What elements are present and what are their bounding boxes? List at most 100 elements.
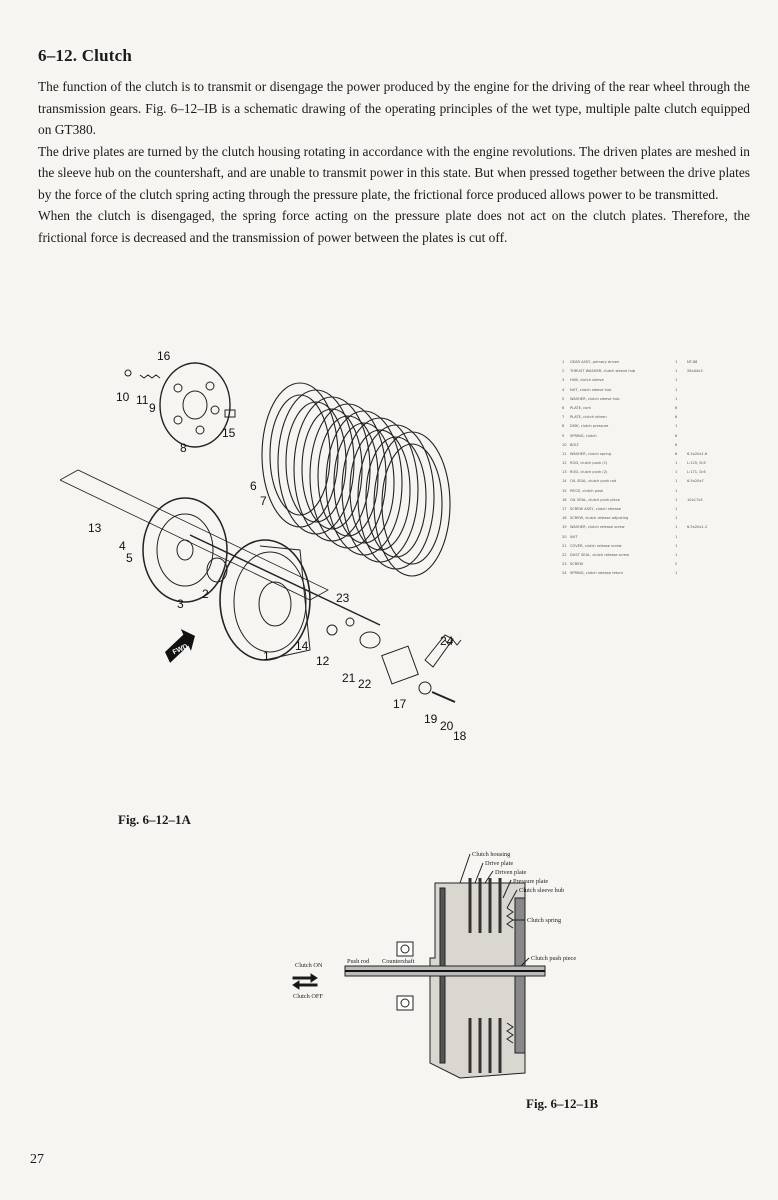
part-note: [687, 422, 717, 431]
label-clutch-on: Clutch ON: [295, 962, 323, 969]
part-description: PIECE, clutch push: [570, 488, 604, 493]
callout-14: 14: [295, 639, 309, 653]
part-number: 10: [562, 442, 567, 447]
part-number: 4: [562, 387, 565, 392]
label-drive-plate: Drive plate: [485, 860, 513, 867]
part-description: GEAR ASSY, primary driven: [570, 360, 620, 364]
part-number: 5: [562, 396, 565, 401]
part-quantity: 6: [675, 451, 678, 456]
part-number: 9: [562, 433, 565, 438]
part-note: [687, 432, 717, 441]
part-number: 8: [562, 424, 565, 429]
part-number: 21: [562, 543, 567, 548]
part-number: 1: [562, 360, 565, 364]
part-quantity: 1: [675, 525, 678, 530]
part-number: 16: [562, 497, 567, 502]
parts-row: 1 GEAR ASSY, primary driven 1 NT-88: [562, 358, 722, 367]
part-description: WASHER, clutch spring: [570, 451, 612, 456]
paragraph-3: When the clutch is disengaged, the sprin…: [38, 208, 750, 245]
section-heading: 6–12. Clutch: [38, 46, 133, 65]
part-note: 6.5x20x1.2: [687, 525, 708, 530]
part-quantity: 2: [675, 562, 678, 567]
callout-22: 22: [358, 677, 372, 691]
part-description: THRUST WASHER, clutch sleeve hub: [570, 369, 636, 374]
callout-15: 15: [222, 426, 236, 440]
part-description: ROD, clutch push (2): [570, 470, 608, 475]
part-description: NUT: [570, 534, 578, 539]
part-number: 18: [562, 516, 567, 521]
part-quantity: 1: [675, 369, 678, 374]
part-description: SPRING, clutch release return: [570, 571, 624, 576]
part-note: [687, 386, 717, 395]
part-description: SPRING, clutch: [570, 433, 597, 438]
part-note: [687, 413, 717, 422]
paragraph-1: The function of the clutch is to transmi…: [38, 79, 750, 137]
callout-9: 9: [149, 401, 156, 415]
part-note: [687, 560, 717, 569]
callout-5: 5: [126, 551, 133, 565]
part-quantity: 1: [675, 534, 678, 539]
part-quantity: 1: [675, 571, 678, 576]
part-description: OIL SEAL, clutch push rod: [570, 479, 617, 484]
part-description: BOLT: [570, 442, 579, 447]
part-note: [687, 395, 717, 404]
callout-11: 11: [136, 393, 149, 407]
callout-4: 4: [119, 539, 126, 553]
part-quantity: 1: [675, 461, 678, 466]
part-note: NT-88: [687, 360, 698, 364]
part-quantity: 1: [675, 387, 678, 392]
part-note: 6.5x20x7: [687, 479, 704, 484]
part-note: 28x44x3: [687, 369, 703, 374]
section-body: The function of the clutch is to transmi…: [38, 76, 750, 248]
part-number: 3: [562, 378, 565, 383]
part-quantity: 1: [675, 479, 678, 484]
callout-2: 2: [202, 587, 209, 601]
part-description: PLATE, cork: [570, 405, 591, 410]
part-note: [687, 404, 717, 413]
part-quantity: 1: [675, 424, 678, 429]
part-number: 23: [562, 562, 567, 567]
label-clutch-push-piece: Clutch push piece: [531, 955, 576, 962]
part-number: 13: [562, 470, 567, 475]
paragraph-2: The drive plates are turned by the clutc…: [38, 143, 750, 202]
clutch-cross-section-diagram: Clutch housing Drive plate Driven plate …: [292, 851, 576, 1079]
part-quantity: 1: [675, 543, 678, 548]
part-number: 19: [562, 525, 567, 530]
part-description: ROD, clutch push (1): [570, 461, 608, 466]
part-number: 11: [562, 451, 567, 456]
part-note: [687, 569, 717, 578]
part-quantity: 1: [675, 396, 678, 401]
part-note: [687, 441, 717, 450]
callout-21: 21: [342, 671, 356, 685]
parts-row: 5 WASHER, clutch sleeve hub 1: [562, 395, 722, 404]
callout-20: 20: [440, 719, 454, 733]
label-pressure-plate: Pressure plate: [513, 878, 548, 885]
label-clutch-housing: Clutch housing: [472, 851, 511, 858]
part-note: [687, 542, 717, 551]
label-clutch-off: Clutch OFF: [293, 993, 323, 1000]
label-clutch-spring: Clutch spring: [527, 917, 562, 924]
part-description: SCREW, clutch release adjusting: [570, 516, 629, 521]
part-quantity: 1: [675, 360, 678, 364]
part-note: [687, 487, 717, 496]
callout-1: 1: [263, 649, 270, 663]
part-description: WASHER, clutch sleeve hub: [570, 396, 620, 401]
part-number: 22: [562, 552, 567, 557]
page-number: 27: [30, 1152, 44, 1167]
callout-16: 16: [157, 349, 171, 363]
part-quantity: 1: [675, 378, 678, 383]
